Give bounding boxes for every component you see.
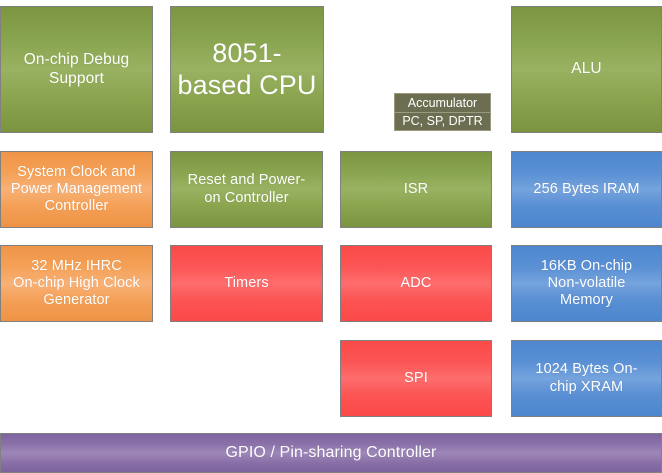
block-label-spi: SPI [404, 369, 428, 386]
block-on-chip-debug-support: On-chip Debug Support [0, 6, 153, 133]
block-xram: 1024 Bytes On- chip XRAM [511, 340, 662, 417]
block-label-cpu: 8051-based CPU [177, 37, 317, 100]
block-label-adc: ADC [400, 274, 432, 291]
block-timers: Timers [170, 245, 323, 322]
block-label-timers: Timers [224, 274, 269, 291]
block-ihrc-clock-generator: 32 MHz IHRC On-chip High Clock Generator [0, 245, 153, 322]
block-gpio-pin-sharing-controller: GPIO / Pin-sharing Controller [0, 433, 662, 473]
cpu-register-overlay: Accumulator PC, SP, DPTR [394, 93, 491, 131]
block-reset-power-on-controller: Reset and Power- on Controller [170, 151, 323, 228]
block-label-xram: 1024 Bytes On- chip XRAM [535, 361, 638, 395]
block-label-reset-power-on-controller: Reset and Power- on Controller [187, 172, 306, 206]
block-system-clock-power-management-controller: System Clock and Power Management Contro… [0, 151, 153, 228]
block-iram: 256 Bytes IRAM [511, 151, 662, 228]
block-label-on-chip-debug-support: On-chip Debug Support [23, 51, 130, 87]
block-isr: ISR [340, 151, 492, 228]
cpu-register-pointers: PC, SP, DPTR [395, 111, 490, 131]
block-label-iram: 256 Bytes IRAM [533, 180, 640, 197]
block-cpu: 8051-based CPU [170, 6, 324, 133]
block-label-ihrc-clock-generator: 32 MHz IHRC On-chip High Clock Generator [13, 257, 140, 309]
block-label-gpio-pin-sharing-controller: GPIO / Pin-sharing Controller [225, 443, 437, 461]
block-label-alu: ALU [571, 60, 602, 78]
block-non-volatile-memory: 16KB On-chip Non-volatile Memory [511, 245, 662, 322]
block-label-isr: ISR [403, 180, 429, 197]
cpu-register-accumulator: Accumulator [407, 95, 478, 110]
block-spi: SPI [340, 340, 492, 417]
block-alu: ALU [511, 6, 662, 133]
block-label-system-clock-power-management-controller: System Clock and Power Management Contro… [10, 163, 143, 215]
block-label-non-volatile-memory: 16KB On-chip Non-volatile Memory [540, 257, 633, 309]
block-adc: ADC [340, 245, 492, 322]
